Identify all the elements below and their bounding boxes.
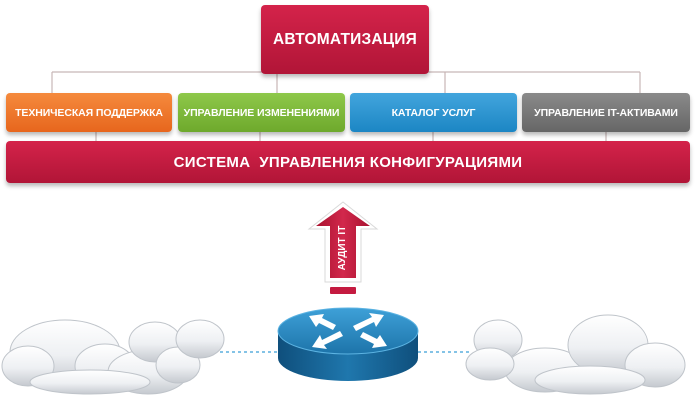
module-it-asset-management: УПРАВЛЕНИЕ IT-АКТИВАМИ <box>522 93 690 132</box>
module-label: УПРАВЛЕНИЕ ИЗМЕНЕНИЯМИ <box>183 106 340 119</box>
configuration-management-label: СИСТЕМА УПРАВЛЕНИЯ КОНФИГУРАЦИЯМИ <box>173 153 523 171</box>
module-change-management: УПРАВЛЕНИЕ ИЗМЕНЕНИЯМИ <box>178 93 345 132</box>
audit-label: АУДИТ IT <box>337 225 348 271</box>
audit-arrow-icon <box>307 201 379 294</box>
module-label: ТЕХНИЧЕСКАЯ ПОДДЕРЖКА <box>15 106 163 119</box>
module-label: УПРАВЛЕНИЕ IT-АКТИВАМИ <box>534 106 678 119</box>
router-icon <box>277 307 419 381</box>
cloud-icon <box>465 314 686 395</box>
module-tech-support: ТЕХНИЧЕСКАЯ ПОДДЕРЖКА <box>6 93 172 132</box>
module-label: КАТАЛОГ УСЛУГ <box>391 106 476 119</box>
configuration-management-bar: СИСТЕМА УПРАВЛЕНИЯ КОНФИГУРАЦИЯМИ <box>6 141 690 183</box>
automation-box: АВТОМАТИЗАЦИЯ <box>261 5 429 74</box>
module-service-catalog: КАТАЛОГ УСЛУГ <box>350 93 517 132</box>
automation-label: АВТОМАТИЗАЦИЯ <box>273 30 417 48</box>
cloud-icon <box>1 319 225 395</box>
